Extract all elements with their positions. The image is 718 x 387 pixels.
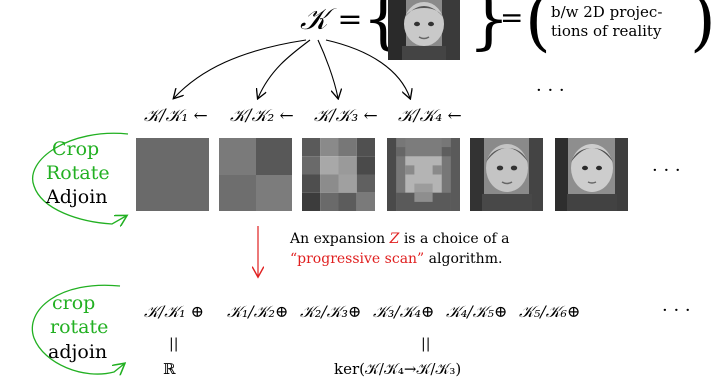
- sum-term-5: 𝒦₄/𝒦₅⊕: [446, 302, 508, 321]
- expansion-note-line1: An expansion Z is a choice of a: [290, 231, 509, 247]
- rotate-label-lower: rotate: [50, 316, 109, 338]
- thumbnail-1x1: [136, 138, 209, 211]
- k-equals-label: 𝒦 =: [300, 2, 363, 37]
- sum-ellipsis: · · ·: [662, 300, 691, 321]
- note-text-1: An expansion: [290, 231, 390, 247]
- rotate-label-upper: Rotate: [46, 162, 110, 184]
- expansion-symbol: Z: [389, 231, 400, 247]
- quotient-k2: 𝒦/𝒦₂ ←: [230, 106, 294, 126]
- thumbnail-4x4: [302, 138, 375, 211]
- crop-label-lower: crop: [52, 292, 96, 314]
- left-paren: (: [525, 0, 551, 59]
- thumbnail-high-1: [470, 138, 543, 211]
- upper-loop: [31, 132, 128, 224]
- sum-term-1: 𝒦/𝒦₁ ⊕: [144, 302, 205, 321]
- child-photo: [388, 0, 460, 60]
- arrow-to-k2: [258, 39, 311, 98]
- thumbnails-ellipsis: · · ·: [652, 160, 681, 181]
- crop-label-upper: Crop: [52, 138, 100, 160]
- arrow-to-k4: [325, 39, 410, 98]
- expansion-note-line2: “progressive scan” algorithm.: [290, 251, 502, 267]
- kernel-expression: ker(𝒦/𝒦₄→𝒦/𝒦₃): [334, 360, 462, 378]
- equality-bar-2: ||: [421, 336, 431, 352]
- quotient-k1: 𝒦/𝒦₁ ←: [144, 106, 208, 126]
- child-photo-drawing: [388, 0, 460, 60]
- sum-term-3: 𝒦₂/𝒦₃⊕: [300, 302, 362, 321]
- thumbnail-8x8: [387, 138, 460, 211]
- top-ellipsis: · · ·: [536, 80, 565, 101]
- thumbnail-high-2: [555, 138, 628, 211]
- second-equals: =: [500, 1, 524, 34]
- sum-term-2: 𝒦₁/𝒦₂⊕: [227, 302, 289, 321]
- note-text-2: is a choice of a: [399, 231, 510, 247]
- reals-symbol: ℝ: [163, 360, 176, 378]
- equality-bar-1: ||: [169, 336, 179, 352]
- note-text-3: algorithm.: [424, 251, 503, 267]
- sum-term-6: 𝒦₅/𝒦₆⊕: [519, 302, 581, 321]
- adjoin-label-upper: Adjoin: [46, 186, 108, 208]
- reality-description-line2: tions of reality: [551, 22, 662, 40]
- progressive-scan-highlight: “progressive scan”: [290, 251, 425, 267]
- quotient-k4: 𝒦/𝒦₄ ←: [398, 106, 462, 126]
- arrow-to-k1: [174, 39, 307, 98]
- sum-term-4: 𝒦₃/𝒦₄⊕: [373, 302, 435, 321]
- lower-loop: [31, 284, 124, 374]
- arrow-to-k3: [317, 39, 338, 98]
- adjoin-label-lower: adjoin: [48, 341, 108, 363]
- reality-description-line1: b/w 2D projec-: [551, 3, 663, 21]
- quotient-k3: 𝒦/𝒦₃ ←: [314, 106, 378, 126]
- right-brace: }: [468, 0, 510, 57]
- right-paren: ): [690, 0, 716, 59]
- thumbnail-2x2: [219, 138, 292, 211]
